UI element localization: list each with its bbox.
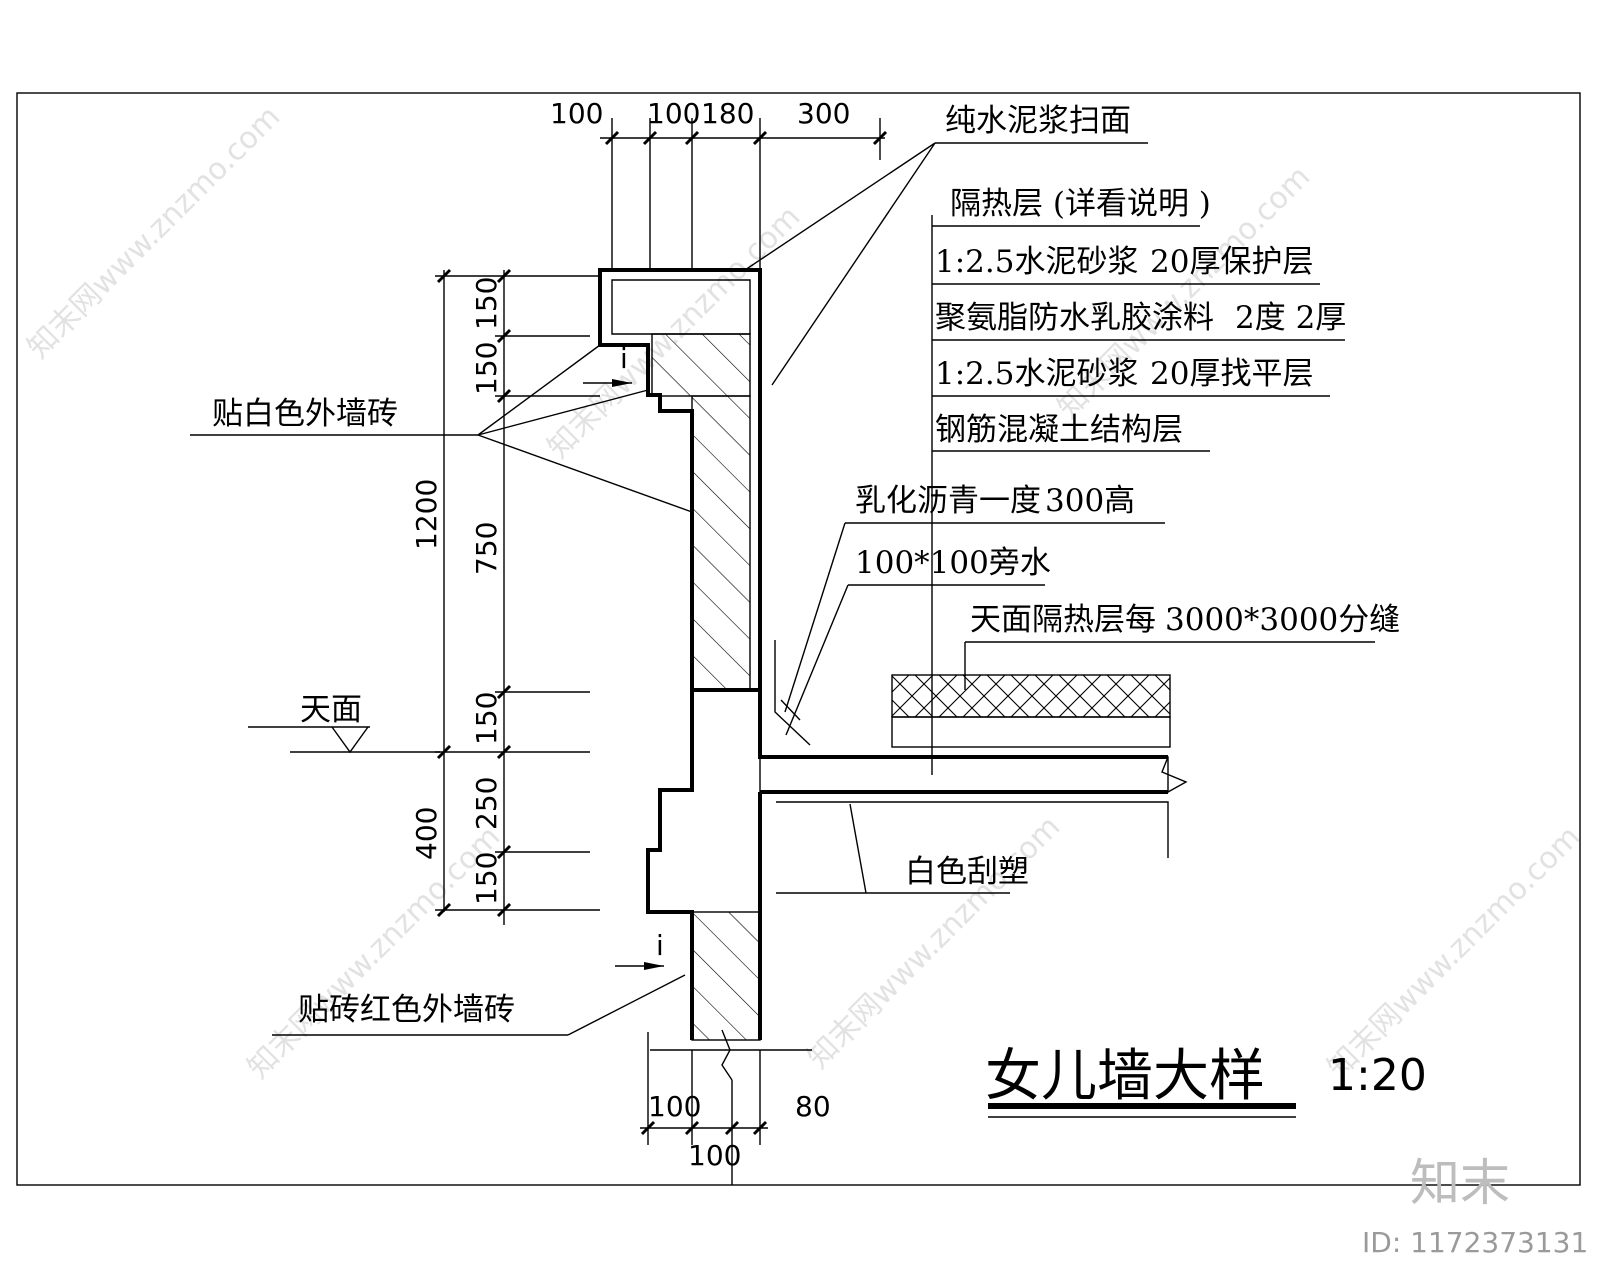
watermark-text: 知末网www.znzmo.com <box>21 99 287 365</box>
drawing-scale: 1:20 <box>1328 1050 1427 1101</box>
watermark-text: 知末网www.znzmo.com <box>1321 819 1587 1085</box>
parapet-wall <box>691 395 751 691</box>
watermark-layer: 知末网www.znzmo.com 知末网www.znzmo.com 知末网www… <box>21 99 1587 1085</box>
parapet-coping <box>651 333 751 397</box>
dim-150-a: 150 <box>470 277 503 330</box>
section-markers: i i <box>583 342 664 970</box>
layer-1-a: 1:2.5水泥砂浆 <box>935 244 1138 280</box>
dim-1200: 1200 <box>410 479 443 550</box>
dim-150-c: 150 <box>470 692 503 745</box>
layer-1-b: 20厚保护层 <box>1150 244 1313 280</box>
dim-bottom-80: 80 <box>795 1090 831 1123</box>
label-cement-face: 纯水泥浆扫面 <box>945 103 1131 139</box>
screed-layer <box>891 716 1171 748</box>
dim-250: 250 <box>470 777 503 830</box>
layer-2-b: 2度 2厚 <box>1235 300 1346 336</box>
label-red-tile: 贴砖红色外墙砖 <box>298 992 515 1028</box>
left-dimensions: 1200 400 150 150 750 150 250 150 <box>410 268 600 925</box>
drawing-frame <box>16 92 1581 1186</box>
dim-top-1: 100 <box>550 97 603 130</box>
bottom-dimensions: 100 80 100 <box>640 1032 831 1185</box>
layer-4-a: 钢筋混凝土结构层 <box>935 412 1183 448</box>
roof-slab <box>759 756 1169 793</box>
section-mark-top: i <box>620 342 628 375</box>
roof-level-label: 天面 <box>300 692 362 728</box>
dim-400: 400 <box>410 807 443 860</box>
label-asphalt: 乳化沥青一度 <box>855 483 1041 519</box>
label-roof-joint: 天面隔热层每 <box>970 602 1156 638</box>
parapet-section <box>598 268 1188 1081</box>
lower-wall <box>691 911 761 1041</box>
drawing-title-block: 女儿墙大样 1:20 <box>985 1044 1427 1118</box>
dim-bottom-100a: 100 <box>648 1090 701 1123</box>
label-asphalt-height: 300高 <box>1045 483 1135 519</box>
label-white-plaster: 白色刮塑 <box>905 854 1029 890</box>
annotations: 纯水泥浆扫面 隔热层 (详看说明 ) 1:2.5水泥砂浆 20厚保护层 聚氨脂防… <box>190 103 1400 1036</box>
label-white-tile: 贴白色外墙砖 <box>212 396 398 432</box>
section-mark-bottom: i <box>656 929 664 962</box>
brand-watermark: 知末 <box>1410 1154 1510 1212</box>
drawing-title: 女儿墙大样 <box>985 1044 1265 1109</box>
layer-2-a: 聚氨脂防水乳胶涂料 <box>935 300 1214 336</box>
id-watermark: ID: 1172373131 <box>1362 1226 1588 1259</box>
dim-bottom-100b: 100 <box>688 1139 741 1172</box>
dim-top-2: 100 <box>647 97 700 130</box>
dim-top-3: 180 <box>701 97 754 130</box>
dim-150-d: 150 <box>470 852 503 905</box>
layer-3-b: 20厚找平层 <box>1150 356 1313 392</box>
roof-level-marker: 天面 <box>248 692 440 754</box>
insulation-layer <box>891 674 1171 718</box>
layer-3-a: 1:2.5水泥砂浆 <box>935 356 1138 392</box>
top-dimensions: 100 100 180 300 <box>550 97 888 270</box>
label-side-water: 100*100旁水 <box>855 545 1051 581</box>
dim-150-b: 150 <box>470 342 503 395</box>
dim-top-4: 300 <box>797 97 850 130</box>
watermark-text: 知末网www.znzmo.com <box>801 809 1067 1075</box>
dim-750: 750 <box>470 522 503 575</box>
watermark-text: 知末网www.znzmo.com <box>541 199 807 465</box>
label-insulation: 隔热层 (详看说明 ) <box>950 186 1211 222</box>
label-roof-joint-size: 3000*3000分缝 <box>1165 602 1400 638</box>
watermark-text: 知末网www.znzmo.com <box>241 819 507 1085</box>
